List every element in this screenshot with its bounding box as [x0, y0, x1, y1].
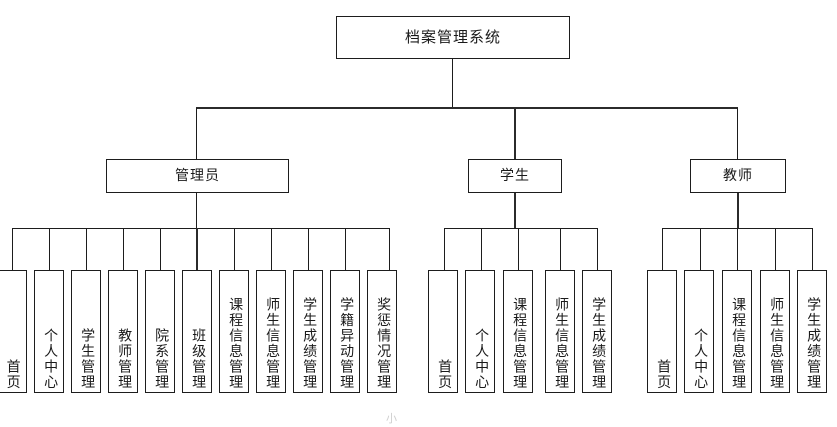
node-root-system[interactable]: 档案管理系统 — [336, 16, 570, 59]
connector-student-stem — [514, 193, 516, 229]
leaf-student-personal-center-label: 个人中心 — [473, 328, 490, 390]
connector-teacher-drop-5 — [812, 228, 813, 271]
connector-admin-drop-4 — [123, 228, 124, 271]
node-role-admin-label: 管理员 — [175, 167, 220, 184]
connector-admin-drop-2 — [49, 228, 50, 271]
connector-admin-drop-11 — [389, 228, 390, 271]
leaf-student-personal-center[interactable]: 个人中心 — [465, 270, 495, 393]
leaf-student-grade-mgmt[interactable]: 学生成绩管理 — [582, 270, 612, 393]
leaf-teacher-grade-mgmt-label: 学生成绩管理 — [805, 297, 822, 390]
node-root-label: 档案管理系统 — [404, 27, 501, 46]
connector-drop-teacher — [737, 108, 738, 159]
connector-student-drop-5 — [597, 228, 598, 271]
leaf-teacher-staff-student-info-mgmt-label: 师生信息管理 — [768, 297, 785, 390]
connector-teacher-stem — [737, 193, 739, 229]
node-role-teacher-label: 教师 — [723, 167, 753, 184]
leaf-admin-staff-student-info-mgmt[interactable]: 师生信息管理 — [256, 270, 286, 393]
node-role-student-label: 学生 — [500, 167, 530, 184]
connector-root-stem — [452, 59, 453, 108]
leaf-admin-course-info-mgmt[interactable]: 课程信息管理 — [219, 270, 249, 393]
leaf-admin-status-change-mgmt-label: 学籍异动管理 — [338, 297, 355, 390]
leaf-admin-class-mgmt[interactable]: 班级管理 — [182, 270, 212, 393]
leaf-teacher-staff-student-info-mgmt[interactable]: 师生信息管理 — [760, 270, 790, 393]
leaf-student-grade-mgmt-label: 学生成绩管理 — [590, 297, 607, 390]
leaf-admin-reward-punishment-mgmt-label: 奖惩情况管理 — [375, 297, 392, 390]
leaf-student-home-label: 首页 — [436, 359, 453, 390]
leaf-admin-status-change-mgmt[interactable]: 学籍异动管理 — [330, 270, 360, 393]
connector-student-drop-4 — [560, 228, 561, 271]
leaf-admin-grade-mgmt-label: 学生成绩管理 — [301, 297, 318, 390]
connector-admin-drop-8 — [271, 228, 272, 271]
leaf-student-course-info-mgmt[interactable]: 课程信息管理 — [503, 270, 533, 393]
node-role-admin[interactable]: 管理员 — [106, 159, 289, 193]
connector-drop-student — [514, 108, 516, 159]
leaf-admin-department-mgmt[interactable]: 院系管理 — [145, 270, 175, 393]
connector-admin-stem — [196, 193, 197, 229]
leaf-admin-grade-mgmt[interactable]: 学生成绩管理 — [293, 270, 323, 393]
connector-admin-drop-9 — [308, 228, 309, 271]
leaf-admin-student-mgmt[interactable]: 学生管理 — [71, 270, 101, 393]
leaf-admin-personal-center-label: 个人中心 — [42, 328, 59, 390]
connector-admin-drop-7 — [234, 228, 235, 271]
leaf-teacher-grade-mgmt[interactable]: 学生成绩管理 — [797, 270, 827, 393]
leaf-admin-course-info-mgmt-label: 课程信息管理 — [227, 297, 244, 390]
connector-admin-drop-10 — [345, 228, 346, 271]
leaf-teacher-personal-center-label: 个人中心 — [692, 328, 709, 390]
connector-role-bus — [196, 107, 738, 109]
connector-student-bus — [444, 228, 598, 229]
connector-admin-drop-3 — [86, 228, 87, 271]
leaf-admin-staff-student-info-mgmt-label: 师生信息管理 — [264, 297, 281, 390]
connector-admin-bus — [12, 228, 389, 229]
leaf-student-home[interactable]: 首页 — [428, 270, 458, 393]
node-role-student[interactable]: 学生 — [468, 159, 562, 193]
clipped-glyph-artifact: 小 — [386, 412, 397, 425]
leaf-teacher-course-info-mgmt-label: 课程信息管理 — [730, 297, 747, 390]
connector-student-drop-3 — [518, 228, 519, 271]
leaf-admin-department-mgmt-label: 院系管理 — [153, 328, 170, 390]
connector-student-drop-2 — [481, 228, 482, 271]
connector-teacher-drop-1 — [662, 228, 663, 271]
node-role-teacher[interactable]: 教师 — [690, 159, 786, 193]
leaf-student-staff-student-info-mgmt[interactable]: 师生信息管理 — [545, 270, 575, 393]
leaf-teacher-course-info-mgmt[interactable]: 课程信息管理 — [722, 270, 752, 393]
connector-admin-drop-6 — [196, 228, 198, 271]
leaf-student-course-info-mgmt-label: 课程信息管理 — [511, 297, 528, 390]
connector-admin-drop-5 — [160, 228, 161, 271]
leaf-admin-personal-center[interactable]: 个人中心 — [34, 270, 64, 393]
connector-teacher-drop-3 — [737, 228, 738, 271]
leaf-admin-teacher-mgmt-label: 教师管理 — [116, 328, 133, 390]
leaf-admin-teacher-mgmt[interactable]: 教师管理 — [108, 270, 138, 393]
leaf-teacher-home[interactable]: 首页 — [647, 270, 677, 393]
leaf-admin-home[interactable]: 首页 — [0, 270, 27, 393]
connector-teacher-drop-4 — [775, 228, 776, 271]
connector-student-drop-1 — [444, 228, 445, 271]
leaf-teacher-home-label: 首页 — [655, 359, 672, 390]
leaf-teacher-personal-center[interactable]: 个人中心 — [684, 270, 714, 393]
leaf-admin-student-mgmt-label: 学生管理 — [79, 328, 96, 390]
leaf-admin-class-mgmt-label: 班级管理 — [190, 328, 207, 390]
connector-admin-drop-1 — [12, 228, 13, 271]
connector-teacher-drop-2 — [700, 228, 701, 271]
leaf-student-staff-student-info-mgmt-label: 师生信息管理 — [553, 297, 570, 390]
leaf-admin-reward-punishment-mgmt[interactable]: 奖惩情况管理 — [367, 270, 397, 393]
leaf-admin-home-label: 首页 — [4, 359, 21, 390]
connector-drop-admin — [196, 108, 197, 159]
